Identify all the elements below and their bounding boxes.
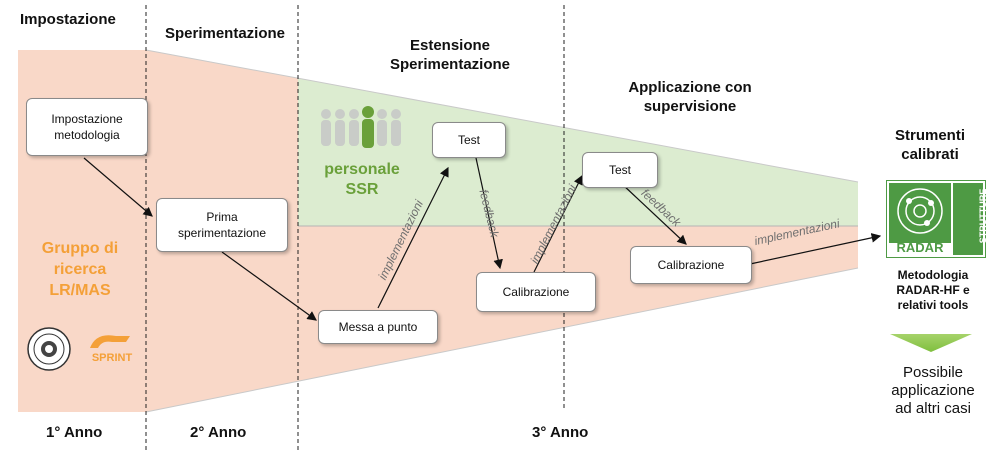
radar-side-2: OSPEDALIERE bbox=[989, 183, 999, 249]
sprint-label: SPRINT bbox=[91, 352, 133, 364]
box-messa-a-punto[interactable]: Messa a punto bbox=[318, 310, 438, 344]
personale-ssr-label: personale SSR bbox=[324, 161, 400, 198]
down-arrow-icon bbox=[890, 334, 972, 352]
radar-logo-icon: RADAR STRUTTURE OSPEDALIERE bbox=[886, 180, 999, 258]
box-test-1[interactable]: Test bbox=[432, 122, 506, 158]
possibile-applicazione-label: Possibile applicazione ad altri casi bbox=[891, 364, 975, 417]
box-calibrazione-1[interactable]: Calibrazione bbox=[476, 272, 596, 312]
radar-name: RADAR bbox=[896, 240, 944, 255]
box-impostazione-metodologia[interactable]: Impostazione metodologia bbox=[26, 98, 148, 156]
university-seal-icon bbox=[27, 327, 71, 371]
phase-sperimentazione: Sperimentazione bbox=[164, 25, 286, 42]
box-calibrazione-2[interactable]: Calibrazione bbox=[630, 246, 752, 284]
phase-applicazione: Applicazione con supervisione bbox=[628, 79, 752, 115]
radar-caption: Metodologia RADAR-HF e relativi tools bbox=[896, 268, 970, 312]
phase-estensione: Estensione Sperimentazione bbox=[389, 37, 511, 73]
gruppo-ricerca-label: Gruppo di ricerca LR/MAS bbox=[41, 240, 119, 299]
phase-impostazione: Impostazione bbox=[20, 11, 116, 28]
year-2-label: 2° Anno bbox=[190, 424, 247, 441]
radar-side-1: STRUTTURE bbox=[978, 188, 988, 244]
people-group-icon bbox=[321, 106, 401, 148]
sprint-logo-icon bbox=[90, 335, 130, 348]
box-test-2[interactable]: Test bbox=[582, 152, 658, 188]
year-1-label: 1° Anno bbox=[46, 424, 103, 441]
phase-strumenti: Strumenti calibrati bbox=[894, 127, 965, 163]
year-3-label: 3° Anno bbox=[532, 424, 589, 441]
box-prima-sperimentazione[interactable]: Prima sperimentazione bbox=[156, 198, 288, 252]
